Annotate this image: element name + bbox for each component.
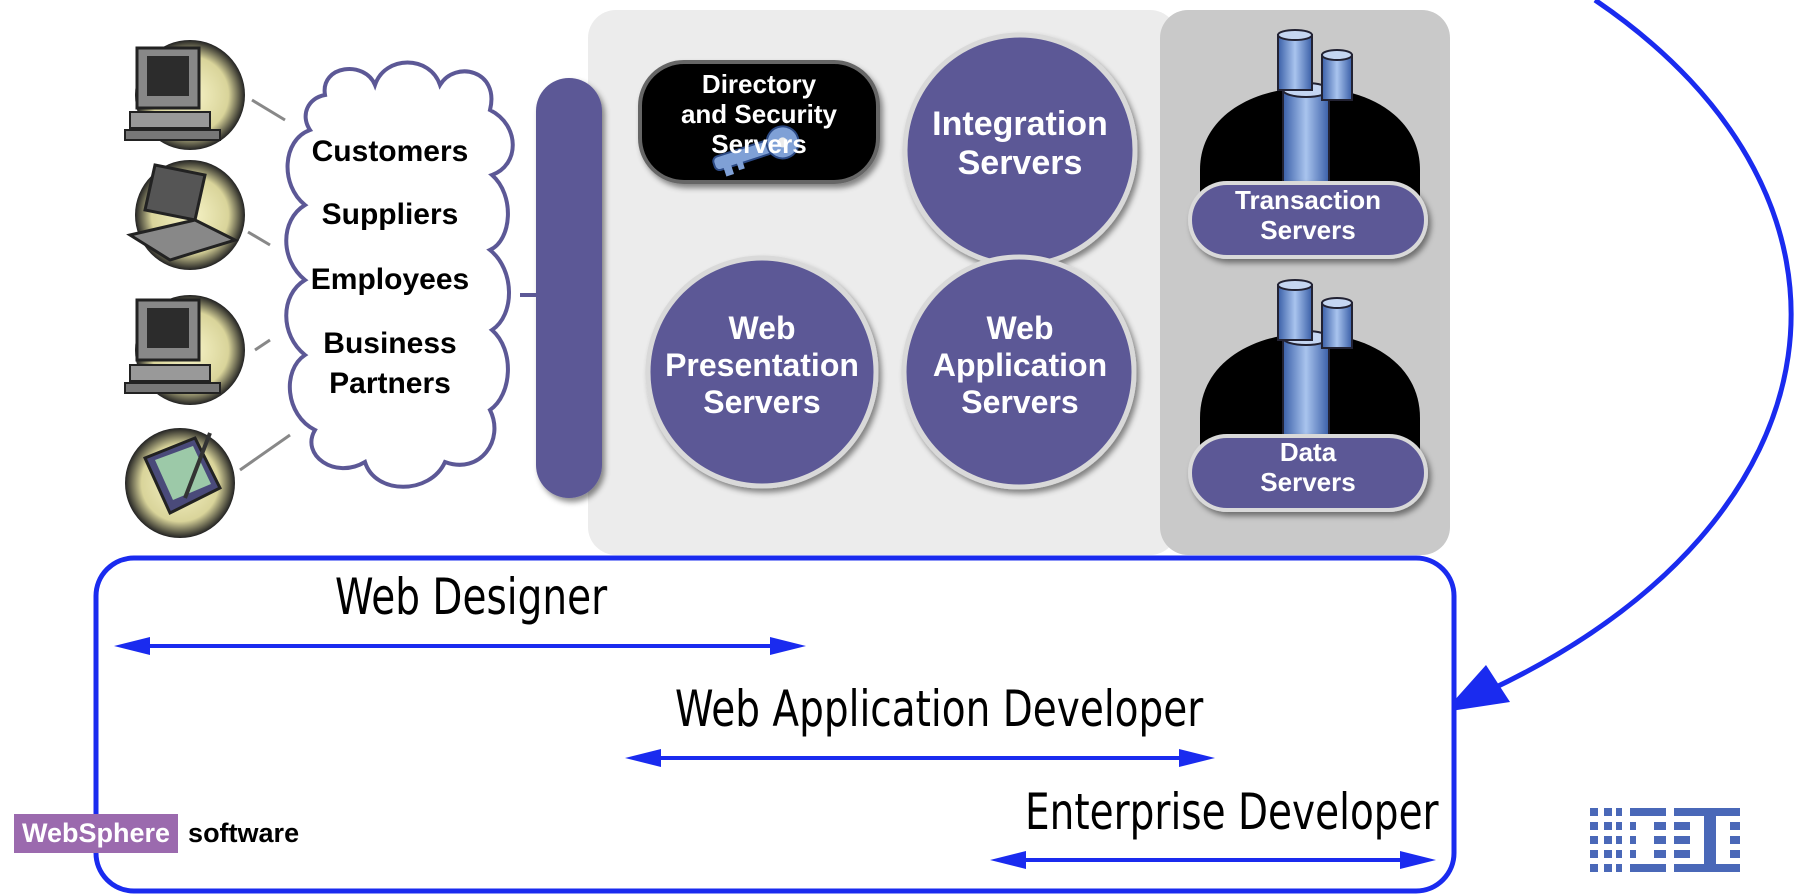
audience-cloud <box>284 60 515 489</box>
role-enterprise-developer: Enterprise Developer <box>1025 783 1439 841</box>
audience-partners: Partners <box>329 367 451 400</box>
roles-box <box>93 555 1457 894</box>
role-web-app-developer: Web Application Developer <box>675 680 1204 738</box>
audience-suppliers: Suppliers <box>321 198 459 231</box>
role-web-designer: Web Designer <box>335 568 608 626</box>
label-line: Integration <box>932 105 1108 143</box>
web-application-server-shape <box>901 254 1137 490</box>
desktop-computer-icon <box>124 295 245 405</box>
pda-icon <box>125 428 235 538</box>
audience-customers: Customers <box>311 135 469 168</box>
web-presentation-server-label: Web Presentation Servers <box>642 310 882 420</box>
web-designer-arrow <box>114 637 806 655</box>
integration-server-label: Integration Servers <box>905 105 1135 183</box>
audience-employees: Employees <box>310 263 470 296</box>
database-icon <box>1277 279 1353 439</box>
ibm-logo <box>1590 808 1740 872</box>
enterprise-developer-arrow <box>990 851 1436 869</box>
label-line: Data <box>1279 437 1337 467</box>
label-line: Directory <box>701 69 817 99</box>
transaction-server-shape <box>1188 29 1428 259</box>
websphere-logo-text: software <box>188 818 300 848</box>
label-line: Servers <box>961 383 1079 420</box>
label-line: Presentation <box>665 346 859 383</box>
directory-server-shape <box>638 60 880 184</box>
transaction-server-label: Transaction Servers <box>1190 185 1426 246</box>
laptop-icon <box>126 160 245 270</box>
label-line: and Security <box>680 98 838 129</box>
curved-arrow <box>1488 0 1794 693</box>
label-line: Transaction <box>1235 185 1381 215</box>
label-line: Servers <box>703 383 821 420</box>
label-line: Servers <box>711 128 807 159</box>
network-bus <box>536 78 602 498</box>
label-line: Web <box>986 310 1054 346</box>
curved-arrow-head <box>1444 665 1510 712</box>
key-icon <box>712 125 800 177</box>
web-presentation-server-shape <box>645 255 879 489</box>
data-server-label: Data Servers <box>1190 437 1426 498</box>
data-server-shape <box>1188 279 1428 512</box>
label-line: Servers <box>1260 466 1356 497</box>
audience-business: Business <box>323 327 457 360</box>
web-application-server-label: Web Application Servers <box>900 310 1140 420</box>
label-line: Application <box>932 346 1108 383</box>
web-app-developer-arrow <box>625 749 1215 767</box>
label-line: Servers <box>1260 214 1356 245</box>
directory-server-label: Directory and Security Servers <box>640 69 878 160</box>
desktop-computer-icon <box>124 40 245 150</box>
websphere-logo-box: WebSphere <box>14 814 179 853</box>
client-arrows <box>239 98 291 472</box>
label-line: Web <box>728 310 796 346</box>
database-icon <box>1277 29 1353 191</box>
label-line: Servers <box>957 144 1083 183</box>
websphere-logo: WebSphere software <box>14 811 299 856</box>
